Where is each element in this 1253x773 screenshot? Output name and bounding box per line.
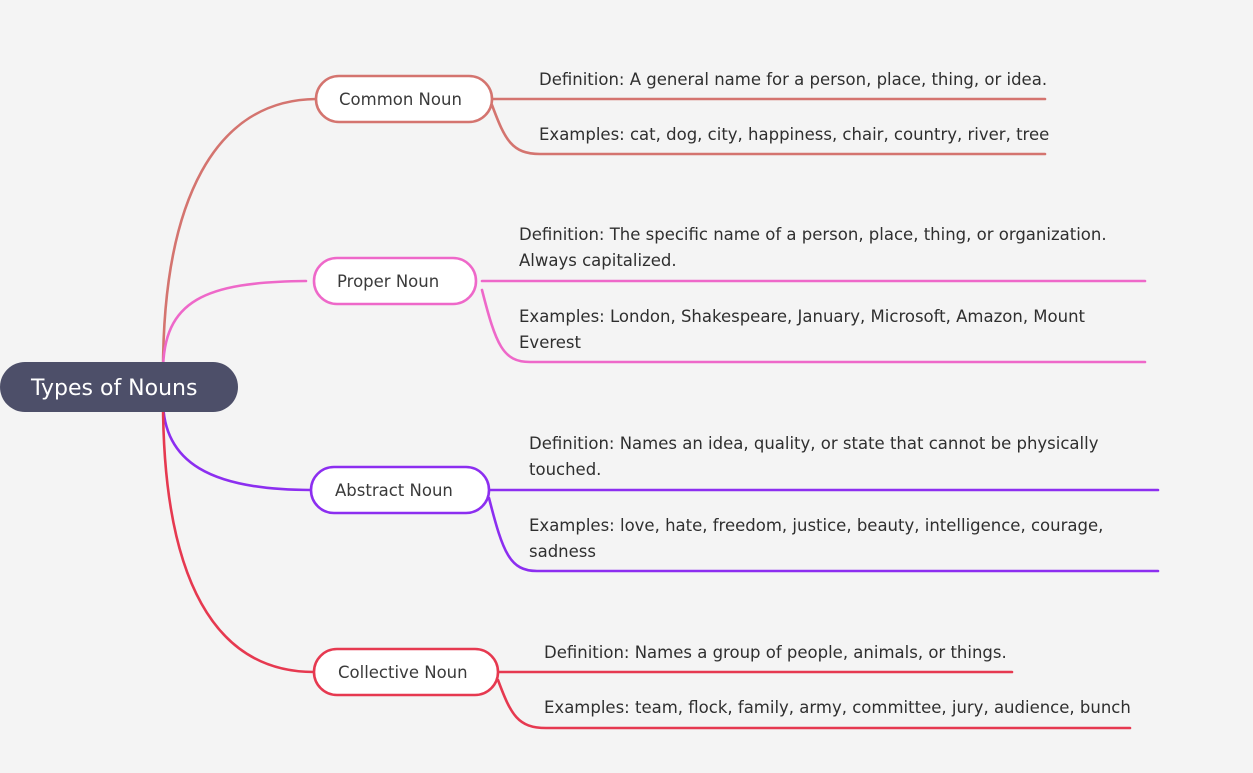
root-curve-abstract-noun: [161, 398, 313, 492]
root-node-pill[interactable]: [0, 362, 238, 412]
leaf-line: Always capitalized.: [519, 251, 677, 270]
node-proper-noun[interactable]: [312, 256, 478, 306]
leaf-text-abstract-noun-definition: Definition: Names an idea, quality, or s…: [529, 434, 1104, 479]
root-curve-proper-noun: [161, 279, 308, 374]
node-label-collective-noun: Collective Noun: [338, 663, 468, 682]
leaf-line: Examples: love, hate, freedom, justice, …: [529, 516, 1103, 535]
root-curve-collective-noun: [161, 398, 316, 674]
leaf-connector-collective-noun-examples: [496, 678, 1132, 730]
branch-collective-noun[interactable]: Collective Noun Definition: Names a grou…: [161, 398, 1132, 730]
root-curve-common-noun: [161, 97, 318, 374]
leaf-connector-abstract-noun-examples: [487, 496, 1160, 573]
leaf-line: sadness: [529, 542, 596, 561]
node-label-common-noun: Common Noun: [339, 90, 462, 109]
leaf-text-abstract-noun-examples: Examples: love, hate, freedom, justice, …: [529, 516, 1109, 561]
leaf-text-common-noun-examples: Examples: cat, dog, city, happiness, cha…: [539, 125, 1049, 144]
leaf-line: Everest: [519, 333, 582, 352]
node-label-abstract-noun: Abstract Noun: [335, 481, 453, 500]
branch-proper-noun[interactable]: Proper Noun Definition: The specific nam…: [161, 225, 1147, 374]
leaf-text-collective-noun-definition: Definition: Names a group of people, ani…: [544, 643, 1007, 662]
leaf-connector-common-noun-examples: [490, 103, 1047, 156]
leaf-connector-proper-noun-examples: [480, 288, 1147, 364]
branch-abstract-noun[interactable]: Abstract Noun Definition: Names an idea,…: [161, 398, 1160, 573]
root-node-label: Types of Nouns: [30, 376, 197, 401]
leaf-line: Definition: The specific name of a perso…: [519, 225, 1107, 244]
root-node[interactable]: Types of Nouns: [0, 362, 238, 412]
node-label-proper-noun: Proper Noun: [337, 272, 439, 291]
leaf-text-proper-noun-examples: Examples: London, Shakespeare, January, …: [519, 307, 1090, 352]
leaf-text-collective-noun-examples: Examples: team, flock, family, army, com…: [544, 698, 1131, 717]
leaf-text-proper-noun-definition: Definition: The specific name of a perso…: [519, 225, 1112, 270]
branch-common-noun[interactable]: Common Noun Definition: A general name f…: [161, 70, 1049, 374]
node-abstract-noun[interactable]: [309, 465, 491, 515]
leaf-line: Examples: London, Shakespeare, January, …: [519, 307, 1086, 326]
node-collective-noun[interactable]: [312, 647, 500, 697]
leaf-line: touched.: [529, 460, 601, 479]
node-common-noun[interactable]: [314, 74, 494, 124]
leaf-text-common-noun-definition: Definition: A general name for a person,…: [539, 70, 1047, 89]
leaf-line: Definition: Names an idea, quality, or s…: [529, 434, 1099, 453]
